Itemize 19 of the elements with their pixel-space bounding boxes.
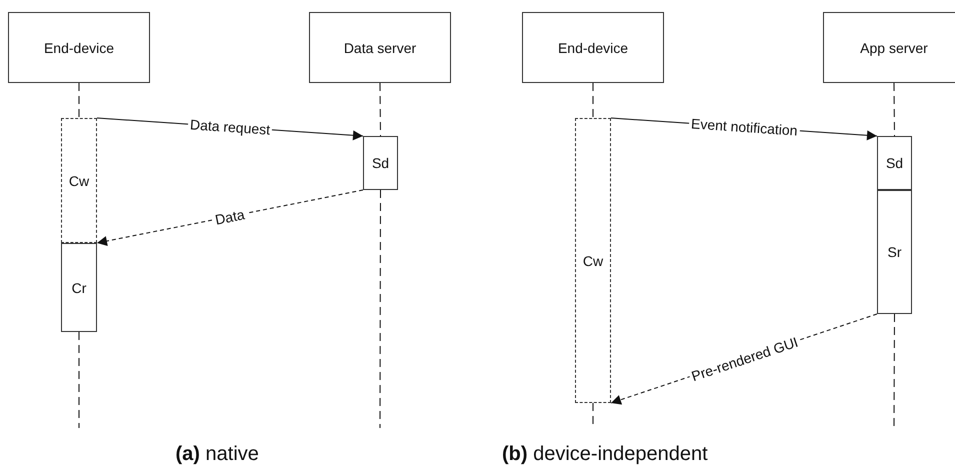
arrow (96, 190, 364, 246)
participant-box: App server (823, 12, 955, 83)
activation-bar: Sr (877, 190, 912, 314)
lifeline (380, 82, 381, 136)
participant-box: End-device (8, 12, 150, 83)
panel-caption: (b) device-independent (502, 443, 708, 466)
activation-bar: Cw (575, 118, 611, 403)
lifeline (78, 82, 80, 118)
lifeline (380, 190, 381, 428)
lifeline (894, 314, 895, 428)
lifeline (894, 82, 895, 136)
activation-bar: Sd (877, 136, 912, 190)
participant-box: Data server (309, 12, 451, 83)
activation-bar: Sd (363, 136, 398, 190)
lifeline (78, 332, 80, 428)
lifeline (592, 82, 594, 118)
participant-box: End-device (522, 12, 664, 83)
panel-caption: (a) native (176, 443, 259, 466)
activation-bar: Cr (61, 243, 97, 332)
